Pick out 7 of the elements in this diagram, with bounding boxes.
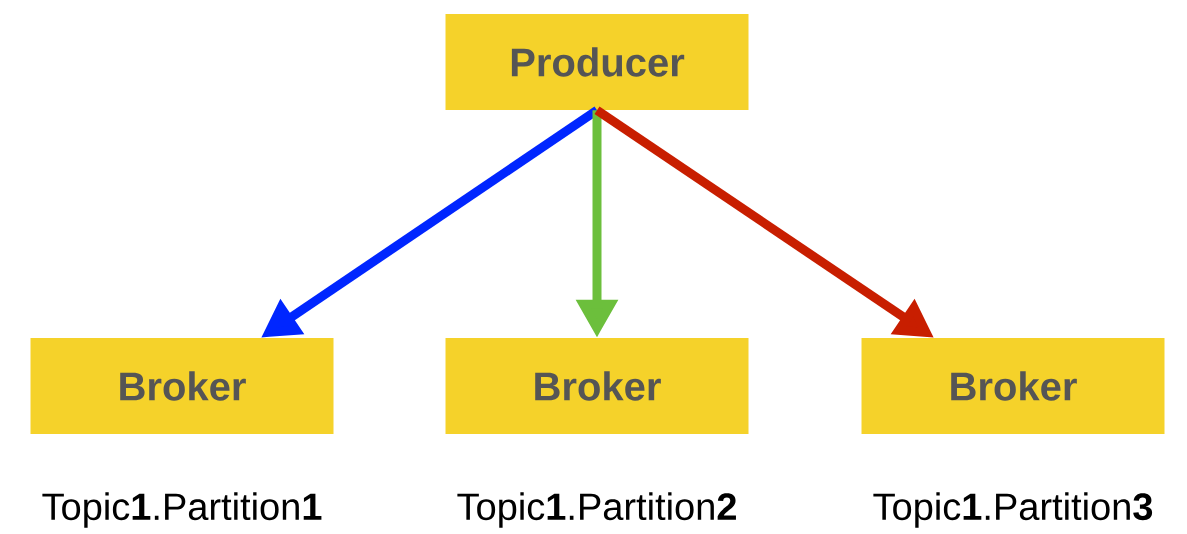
producer-box: Producer [445,14,749,110]
broker-box: Broker [445,338,749,434]
broker-box: Broker [30,338,334,434]
broker-box: Broker [861,338,1165,434]
partition-label: Topic1.Partition1 [42,492,322,528]
partition-label: Topic1.Partition2 [457,492,736,528]
partition-label: Topic1.Partition3 [873,492,1153,528]
